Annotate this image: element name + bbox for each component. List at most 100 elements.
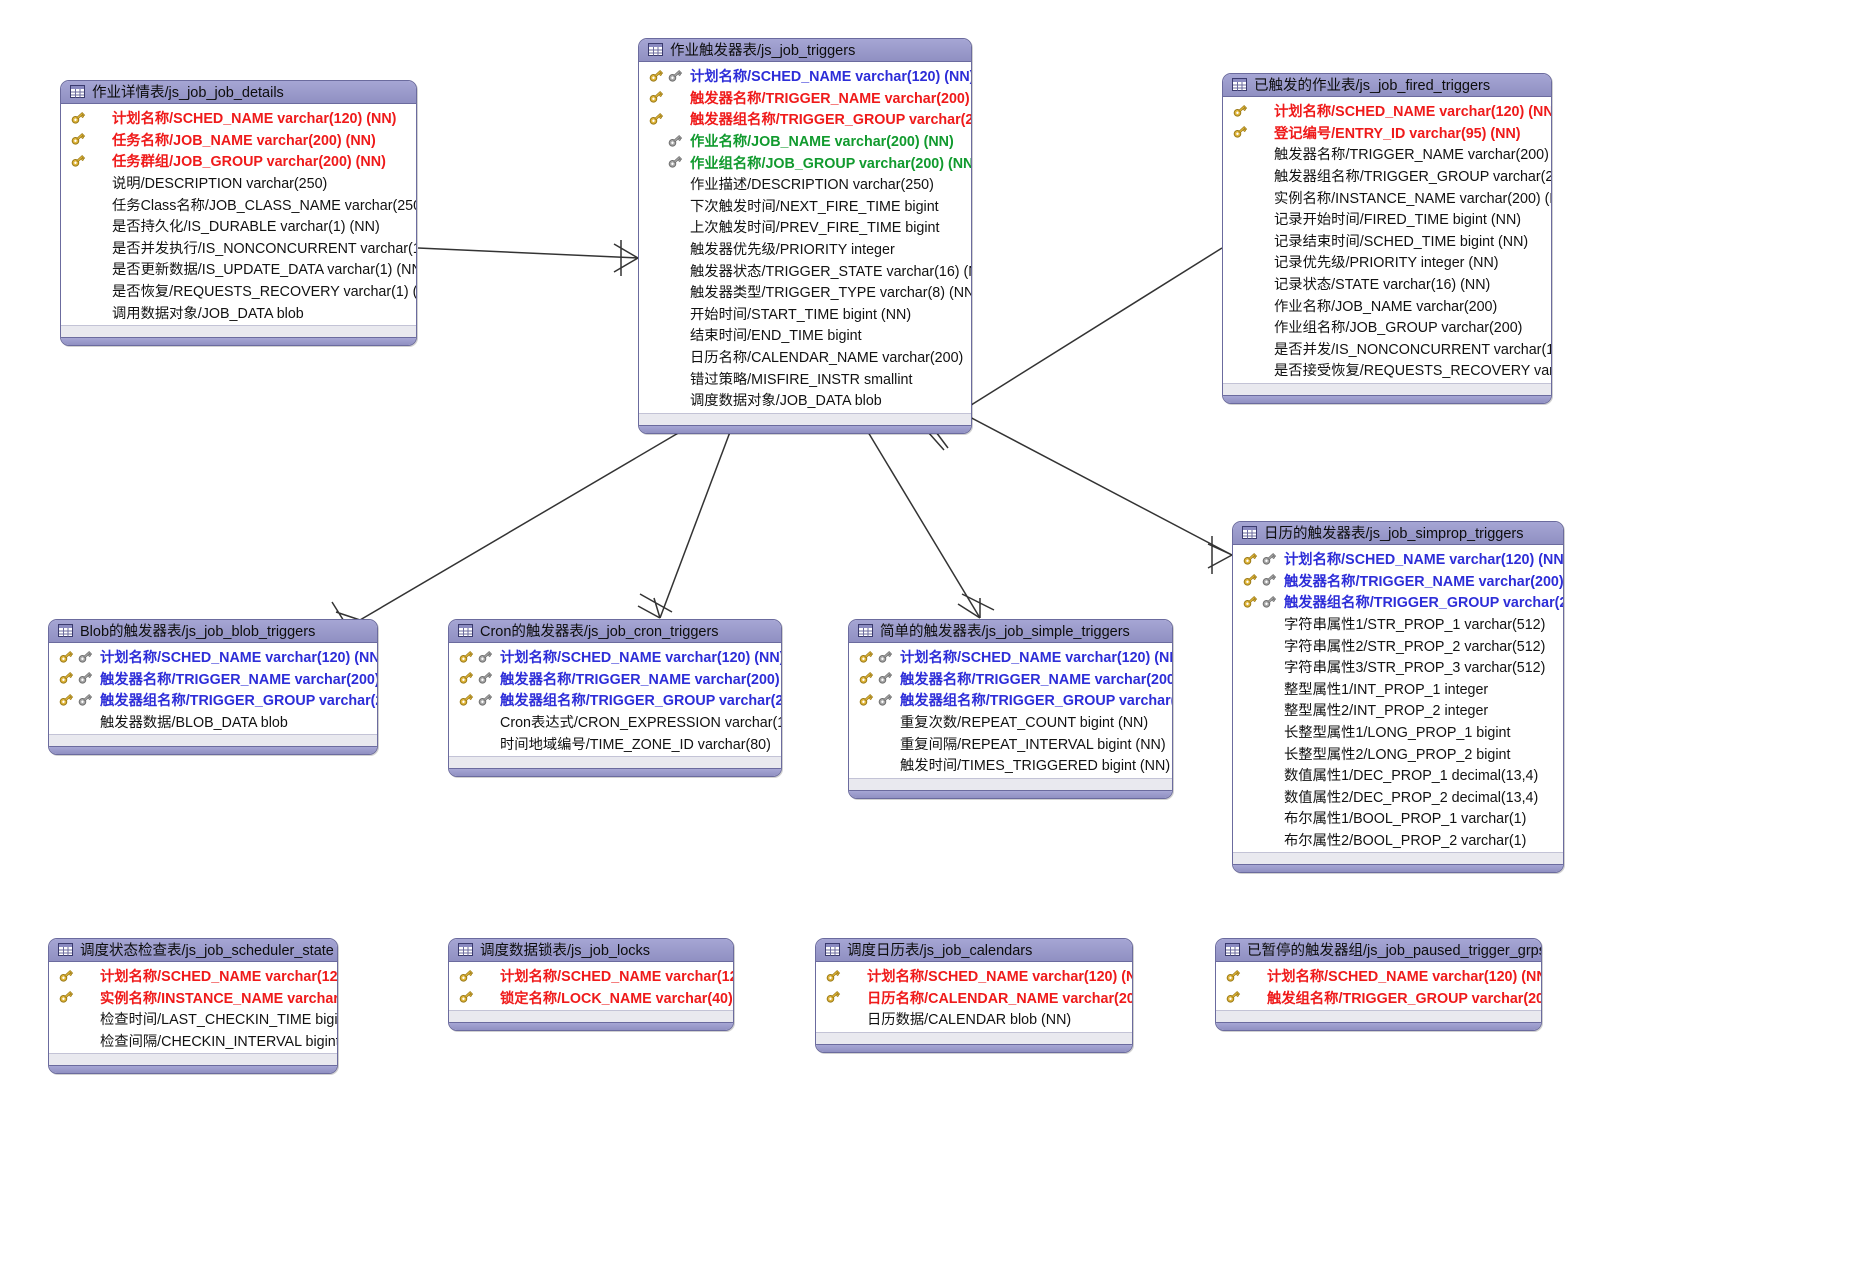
entity-header-job_fired_triggers[interactable]: 已触发的作业表/js_job_fired_triggers bbox=[1223, 74, 1551, 97]
attribute-row[interactable]: 是否并发执行/IS_NONCONCURRENT varchar(1) (NN) bbox=[61, 237, 416, 259]
attribute-row[interactable]: 计划名称/SCHED_NAME varchar(120) (NN) bbox=[1216, 965, 1541, 987]
attribute-row[interactable]: 调度数据对象/JOB_DATA blob bbox=[639, 389, 971, 411]
entity-job_job_details[interactable]: 作业详情表/js_job_job_details 计划名称/SCHED_NAME … bbox=[60, 80, 417, 346]
attribute-row[interactable]: 任务群组/JOB_GROUP varchar(200) (NN) bbox=[61, 150, 416, 172]
attribute-row[interactable]: 布尔属性2/BOOL_PROP_2 varchar(1) bbox=[1233, 829, 1563, 851]
entity-header-job_scheduler_state[interactable]: 调度状态检查表/js_job_scheduler_state bbox=[49, 939, 337, 962]
attribute-row[interactable]: 触发器名称/TRIGGER_NAME varchar(200) (NN) bbox=[449, 668, 781, 690]
attribute-row[interactable]: 作业组名称/JOB_GROUP varchar(200) bbox=[1223, 316, 1551, 338]
entity-header-job_locks[interactable]: 调度数据锁表/js_job_locks bbox=[449, 939, 733, 962]
attribute-row[interactable]: 重复间隔/REPEAT_INTERVAL bigint (NN) bbox=[849, 732, 1172, 754]
entity-header-job_job_details[interactable]: 作业详情表/js_job_job_details bbox=[61, 81, 416, 104]
entity-header-job_triggers[interactable]: 作业触发器表/js_job_triggers bbox=[639, 39, 971, 62]
attribute-row[interactable]: 计划名称/SCHED_NAME varchar(120) (NN) bbox=[61, 107, 416, 129]
attribute-row[interactable]: 计划名称/SCHED_NAME varchar(120) (NN) bbox=[1223, 100, 1551, 122]
attribute-row[interactable]: 触发器组名称/TRIGGER_GROUP varchar(200) (NN) bbox=[1223, 165, 1551, 187]
attribute-row[interactable]: 开始时间/START_TIME bigint (NN) bbox=[639, 303, 971, 325]
attribute-row[interactable]: 触发器组名称/TRIGGER_GROUP varchar(200) (NN) bbox=[449, 689, 781, 711]
attribute-row[interactable]: 时间地域编号/TIME_ZONE_ID varchar(80) bbox=[449, 732, 781, 754]
attribute-row[interactable]: 触发器数据/BLOB_DATA blob bbox=[49, 711, 377, 733]
entity-job_simprop_triggers[interactable]: 日历的触发器表/js_job_simprop_triggers 计划名称/SCHE… bbox=[1232, 521, 1564, 874]
attribute-row[interactable]: 长整型属性1/LONG_PROP_1 bigint bbox=[1233, 721, 1563, 743]
attribute-row[interactable]: 字符串属性2/STR_PROP_2 varchar(512) bbox=[1233, 634, 1563, 656]
entity-header-job_cron_triggers[interactable]: Cron的触发器表/js_job_cron_triggers bbox=[449, 620, 781, 643]
attribute-row[interactable]: 是否更新数据/IS_UPDATE_DATA varchar(1) (NN) bbox=[61, 258, 416, 280]
entity-job_paused_trigger_grps[interactable]: 已暂停的触发器组/js_job_paused_trigger_grps 计划名称/… bbox=[1215, 938, 1542, 1032]
entity-job_blob_triggers[interactable]: Blob的触发器表/js_job_blob_triggers 计划名称/SCHED… bbox=[48, 619, 378, 756]
entity-job_simple_triggers[interactable]: 简单的触发器表/js_job_simple_triggers 计划名称/SCHED… bbox=[848, 619, 1173, 799]
entity-header-job_calendars[interactable]: 调度日历表/js_job_calendars bbox=[816, 939, 1132, 962]
entity-header-job_paused_trigger_grps[interactable]: 已暂停的触发器组/js_job_paused_trigger_grps bbox=[1216, 939, 1541, 962]
attribute-row[interactable]: 结束时间/END_TIME bigint bbox=[639, 324, 971, 346]
attribute-row[interactable]: 实例名称/INSTANCE_NAME varchar(200) (NN) bbox=[49, 987, 337, 1009]
attribute-row[interactable]: 触发器优先级/PRIORITY integer bbox=[639, 238, 971, 260]
attribute-row[interactable]: 计划名称/SCHED_NAME varchar(120) (NN) bbox=[449, 965, 733, 987]
attribute-row[interactable]: 记录结束时间/SCHED_TIME bigint (NN) bbox=[1223, 230, 1551, 252]
attribute-row[interactable]: 布尔属性1/BOOL_PROP_1 varchar(1) bbox=[1233, 807, 1563, 829]
attribute-row[interactable]: 计划名称/SCHED_NAME varchar(120) (NN) bbox=[639, 65, 971, 87]
attribute-row[interactable]: 计划名称/SCHED_NAME varchar(120) (NN) bbox=[816, 965, 1132, 987]
attribute-row[interactable]: 整型属性2/INT_PROP_2 integer bbox=[1233, 699, 1563, 721]
attribute-row[interactable]: 触发时间/TIMES_TRIGGERED bigint (NN) bbox=[849, 754, 1172, 776]
attribute-row[interactable]: 触发器组名称/TRIGGER_GROUP varchar(200) (NN) bbox=[639, 108, 971, 130]
attribute-row[interactable]: 检查间隔/CHECKIN_INTERVAL bigint (NN) bbox=[49, 1030, 337, 1052]
attribute-row[interactable]: 作业名称/JOB_NAME varchar(200) (NN) bbox=[639, 130, 971, 152]
entity-header-job_simple_triggers[interactable]: 简单的触发器表/js_job_simple_triggers bbox=[849, 620, 1172, 643]
attribute-row[interactable]: 是否并发/IS_NONCONCURRENT varchar(1) bbox=[1223, 338, 1551, 360]
entity-job_locks[interactable]: 调度数据锁表/js_job_locks 计划名称/SCHED_NAME varch… bbox=[448, 938, 734, 1032]
attribute-row[interactable]: 整型属性1/INT_PROP_1 integer bbox=[1233, 678, 1563, 700]
attribute-row[interactable]: 是否恢复/REQUESTS_RECOVERY varchar(1) (NN) bbox=[61, 280, 416, 302]
attribute-row[interactable]: 锁定名称/LOCK_NAME varchar(40) (NN) bbox=[449, 987, 733, 1009]
attribute-row[interactable]: 任务名称/JOB_NAME varchar(200) (NN) bbox=[61, 129, 416, 151]
attribute-row[interactable]: 计划名称/SCHED_NAME varchar(120) (NN) bbox=[49, 646, 377, 668]
attribute-row[interactable]: 说明/DESCRIPTION varchar(250) bbox=[61, 172, 416, 194]
entity-job_triggers[interactable]: 作业触发器表/js_job_triggers 计划名称/SCHED_NAME va… bbox=[638, 38, 972, 434]
attribute-row[interactable]: 计划名称/SCHED_NAME varchar(120) (NN) bbox=[849, 646, 1172, 668]
attribute-row[interactable]: 作业组名称/JOB_GROUP varchar(200) (NN) bbox=[639, 151, 971, 173]
attribute-row[interactable]: 上次触发时间/PREV_FIRE_TIME bigint bbox=[639, 216, 971, 238]
attribute-row[interactable]: 作业名称/JOB_NAME varchar(200) bbox=[1223, 294, 1551, 316]
entity-job_cron_triggers[interactable]: Cron的触发器表/js_job_cron_triggers 计划名称/SCHED… bbox=[448, 619, 782, 777]
entity-job_fired_triggers[interactable]: 已触发的作业表/js_job_fired_triggers 计划名称/SCHED_… bbox=[1222, 73, 1552, 404]
attribute-row[interactable]: 记录优先级/PRIORITY integer (NN) bbox=[1223, 251, 1551, 273]
attribute-row[interactable]: 触发器类型/TRIGGER_TYPE varchar(8) (NN) bbox=[639, 281, 971, 303]
attribute-row[interactable]: 下次触发时间/NEXT_FIRE_TIME bigint bbox=[639, 195, 971, 217]
attribute-row[interactable]: 触发器名称/TRIGGER_NAME varchar(200) (NN) bbox=[1233, 570, 1563, 592]
attribute-row[interactable]: 检查时间/LAST_CHECKIN_TIME bigint (NN) bbox=[49, 1008, 337, 1030]
entity-job_calendars[interactable]: 调度日历表/js_job_calendars 计划名称/SCHED_NAME va… bbox=[815, 938, 1133, 1053]
attribute-row[interactable]: 数值属性1/DEC_PROP_1 decimal(13,4) bbox=[1233, 764, 1563, 786]
attribute-row[interactable]: 登记编号/ENTRY_ID varchar(95) (NN) bbox=[1223, 122, 1551, 144]
attribute-row[interactable]: 日历名称/CALENDAR_NAME varchar(200) bbox=[639, 346, 971, 368]
attribute-row[interactable]: 日历数据/CALENDAR blob (NN) bbox=[816, 1008, 1132, 1030]
attribute-row[interactable]: 错过策略/MISFIRE_INSTR smallint bbox=[639, 367, 971, 389]
attribute-row[interactable]: 日历名称/CALENDAR_NAME varchar(200) (NN) bbox=[816, 987, 1132, 1009]
attribute-row[interactable]: 触发器名称/TRIGGER_NAME varchar(200) (NN) bbox=[639, 87, 971, 109]
attribute-row[interactable]: 记录开始时间/FIRED_TIME bigint (NN) bbox=[1223, 208, 1551, 230]
attribute-row[interactable]: 长整型属性2/LONG_PROP_2 bigint bbox=[1233, 742, 1563, 764]
attribute-row[interactable]: 触发器名称/TRIGGER_NAME varchar(200) (NN) bbox=[1223, 143, 1551, 165]
attribute-row[interactable]: 触发组名称/TRIGGER_GROUP varchar(200) (NN) bbox=[1216, 987, 1541, 1009]
attribute-row[interactable]: 是否接受恢复/REQUESTS_RECOVERY varchar(1) bbox=[1223, 359, 1551, 381]
attribute-row[interactable]: 触发器状态/TRIGGER_STATE varchar(16) (NN) bbox=[639, 259, 971, 281]
attribute-row[interactable]: Cron表达式/CRON_EXPRESSION varchar(120) (NN… bbox=[449, 711, 781, 733]
attribute-row[interactable]: 字符串属性3/STR_PROP_3 varchar(512) bbox=[1233, 656, 1563, 678]
attribute-row[interactable]: 实例名称/INSTANCE_NAME varchar(200) (NN) bbox=[1223, 186, 1551, 208]
attribute-row[interactable]: 重复次数/REPEAT_COUNT bigint (NN) bbox=[849, 711, 1172, 733]
attribute-row[interactable]: 作业描述/DESCRIPTION varchar(250) bbox=[639, 173, 971, 195]
attribute-row[interactable]: 触发器名称/TRIGGER_NAME varchar(200) (NN) bbox=[849, 668, 1172, 690]
attribute-row[interactable]: 任务Class名称/JOB_CLASS_NAME varchar(250) (N… bbox=[61, 193, 416, 215]
attribute-row[interactable]: 计划名称/SCHED_NAME varchar(120) (NN) bbox=[1233, 548, 1563, 570]
attribute-row[interactable]: 字符串属性1/STR_PROP_1 varchar(512) bbox=[1233, 613, 1563, 635]
attribute-row[interactable]: 数值属性2/DEC_PROP_2 decimal(13,4) bbox=[1233, 786, 1563, 808]
attribute-row[interactable]: 触发器名称/TRIGGER_NAME varchar(200) (NN) bbox=[49, 668, 377, 690]
attribute-row[interactable]: 触发器组名称/TRIGGER_GROUP varchar(200) (NN) bbox=[49, 689, 377, 711]
attribute-row[interactable]: 是否持久化/IS_DURABLE varchar(1) (NN) bbox=[61, 215, 416, 237]
entity-header-job_simprop_triggers[interactable]: 日历的触发器表/js_job_simprop_triggers bbox=[1233, 522, 1563, 545]
attribute-row[interactable]: 计划名称/SCHED_NAME varchar(120) (NN) bbox=[449, 646, 781, 668]
attribute-row[interactable]: 触发器组名称/TRIGGER_GROUP varchar(200) (NN) bbox=[849, 689, 1172, 711]
attribute-row[interactable]: 触发器组名称/TRIGGER_GROUP varchar(200) (NN) bbox=[1233, 591, 1563, 613]
attribute-row[interactable]: 记录状态/STATE varchar(16) (NN) bbox=[1223, 273, 1551, 295]
attribute-row[interactable]: 调用数据对象/JOB_DATA blob bbox=[61, 301, 416, 323]
entity-header-job_blob_triggers[interactable]: Blob的触发器表/js_job_blob_triggers bbox=[49, 620, 377, 643]
